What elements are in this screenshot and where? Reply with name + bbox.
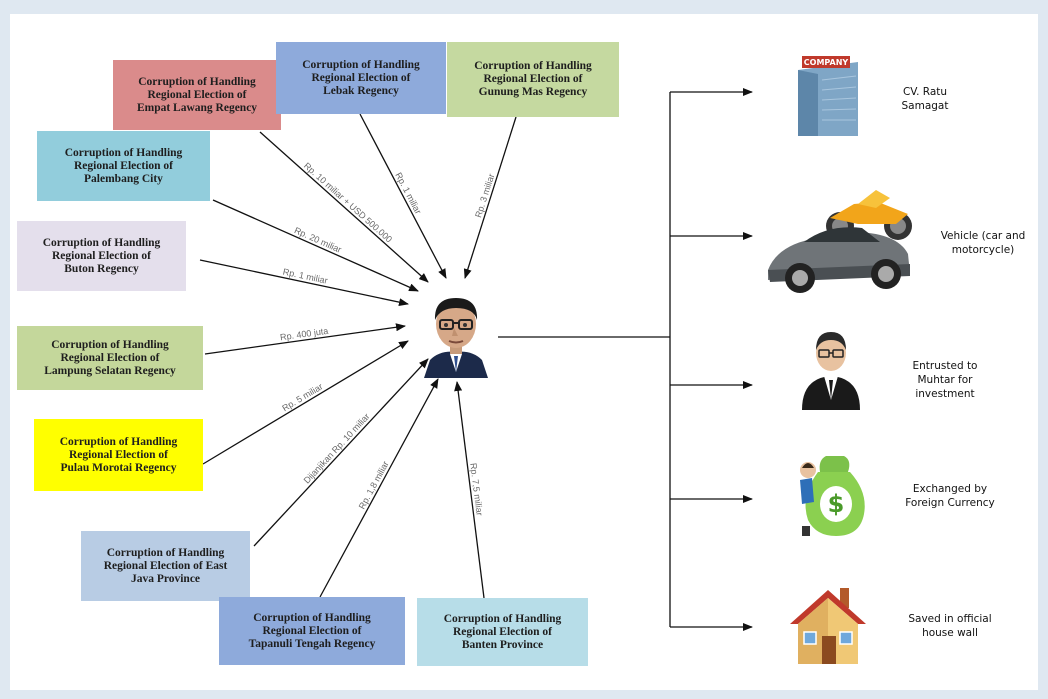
asset-label-company: CV. Ratu Samagat [901, 86, 949, 112]
amount-label-east-java: Dijanjikan Rp. 10 miliar [302, 411, 372, 485]
amount-label-gunung-mas: Rp. 3 miliar [473, 172, 496, 218]
house-icon [788, 582, 868, 666]
amount-label-pulau-morotai: Rp. 5 miliar [280, 381, 324, 413]
amount-label-tapanuli-tengah: Rp. 1,8 miliar [357, 459, 391, 510]
arrow-lebak [359, 113, 447, 279]
case-box-empat-lawang: Corruption of Handling Regional Election… [113, 60, 281, 130]
arrow-buton [199, 259, 409, 307]
svg-text:$: $ [828, 490, 845, 518]
car-motorcycle-icon [758, 184, 914, 296]
man-portrait-icon [420, 290, 492, 378]
amount-label-palembang: Rp. 20 miliar [293, 225, 343, 255]
case-box-lebak: Corruption of Handling Regional Election… [276, 42, 446, 114]
asset-label-currency: Exchanged by Foreign Currency [905, 483, 995, 509]
case-box-tapanuli-tengah: Corruption of Handling Regional Election… [219, 597, 405, 665]
arrow-tapanuli-tengah [319, 378, 439, 598]
arrow-lampung-selatan [204, 323, 406, 355]
case-box-lampung-selatan: Corruption of Handling Regional Election… [17, 326, 203, 390]
asset-label-muhtar: Entrusted to Muhtar for investment [912, 360, 978, 400]
arrow-east-java [253, 358, 429, 547]
company-building-icon: COMPANY [788, 56, 868, 138]
case-box-gunung-mas: Corruption of Handling Regional Election… [447, 42, 619, 117]
arrow-empat-lawang [259, 131, 429, 283]
case-box-pulau-morotai: Corruption of Handling Regional Election… [34, 419, 203, 491]
asset-label-house: Saved in official house wall [908, 613, 992, 639]
case-box-east-java: Corruption of Handling Regional Election… [81, 531, 250, 601]
amount-label-lebak: Rp. 1 miliar [393, 171, 423, 216]
businessman-icon [800, 326, 862, 410]
amount-label-empat-lawang: Rp. 10 miliar + USD 500.000 [302, 161, 394, 245]
arrow-pulau-morotai [202, 340, 409, 465]
arrow-gunung-mas [463, 116, 517, 279]
arrow-palembang [212, 199, 419, 292]
svg-text:COMPANY: COMPANY [804, 58, 849, 67]
arrow-banten [454, 381, 485, 599]
case-box-banten: Corruption of Handling Regional Election… [417, 598, 588, 666]
case-box-buton: Corruption of Handling Regional Election… [17, 221, 186, 291]
case-box-palembang: Corruption of Handling Regional Election… [37, 131, 210, 201]
money-bag-icon: $ [794, 450, 868, 538]
asset-label-vehicle: Vehicle (car and motorcycle) [940, 230, 1026, 256]
distribution-bracket [498, 88, 753, 631]
